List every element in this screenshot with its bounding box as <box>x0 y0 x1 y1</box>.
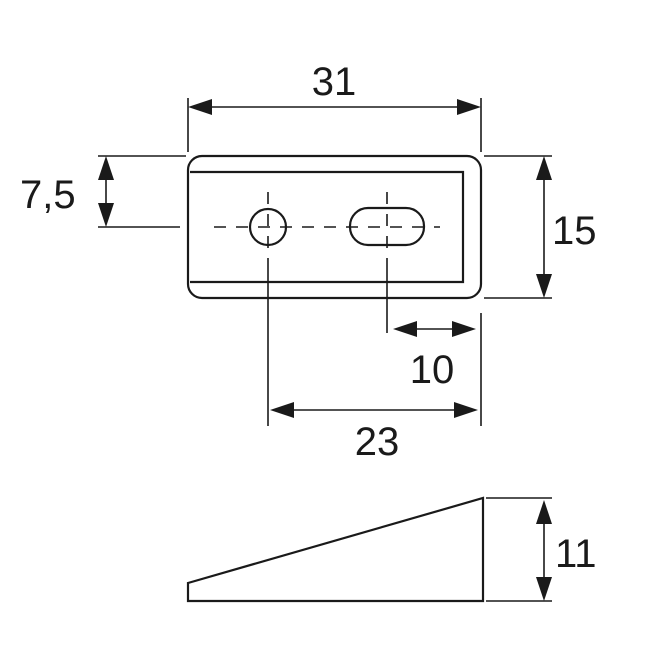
part-outline-top <box>186 154 483 300</box>
arrowhead-up <box>98 156 114 180</box>
arrowhead-right <box>457 99 481 115</box>
dimension-length: 31 <box>187 60 482 152</box>
slot-offset-label: 10 <box>410 348 455 392</box>
side-view <box>186 496 485 603</box>
hole-to-end-label: 23 <box>355 420 400 464</box>
wedge-profile <box>186 496 485 603</box>
dimension-hole-to-end: 23 <box>267 262 478 464</box>
hole-offset-label: 7,5 <box>20 173 76 217</box>
height-label: 11 <box>555 532 597 576</box>
arrowhead-down <box>536 577 552 601</box>
top-view <box>186 154 483 300</box>
dimension-hole-offset: 7,5 <box>20 155 186 228</box>
length-label: 31 <box>312 60 357 104</box>
arrowhead-right <box>454 402 478 418</box>
arrowhead-down <box>536 274 552 298</box>
arrowhead-up <box>536 156 552 180</box>
arrowhead-left <box>188 99 212 115</box>
width-label: 15 <box>552 209 597 253</box>
arrowhead-right <box>452 321 476 337</box>
dimension-slot-offset: 10 <box>386 262 482 426</box>
arrowhead-up <box>536 500 552 524</box>
dimension-height: 11 <box>486 497 597 602</box>
dimension-width: 15 <box>484 155 597 299</box>
arrowhead-left <box>393 321 417 337</box>
arrowhead-left <box>270 402 294 418</box>
arrowhead-down <box>98 203 114 227</box>
part-inner-edge <box>190 170 465 284</box>
